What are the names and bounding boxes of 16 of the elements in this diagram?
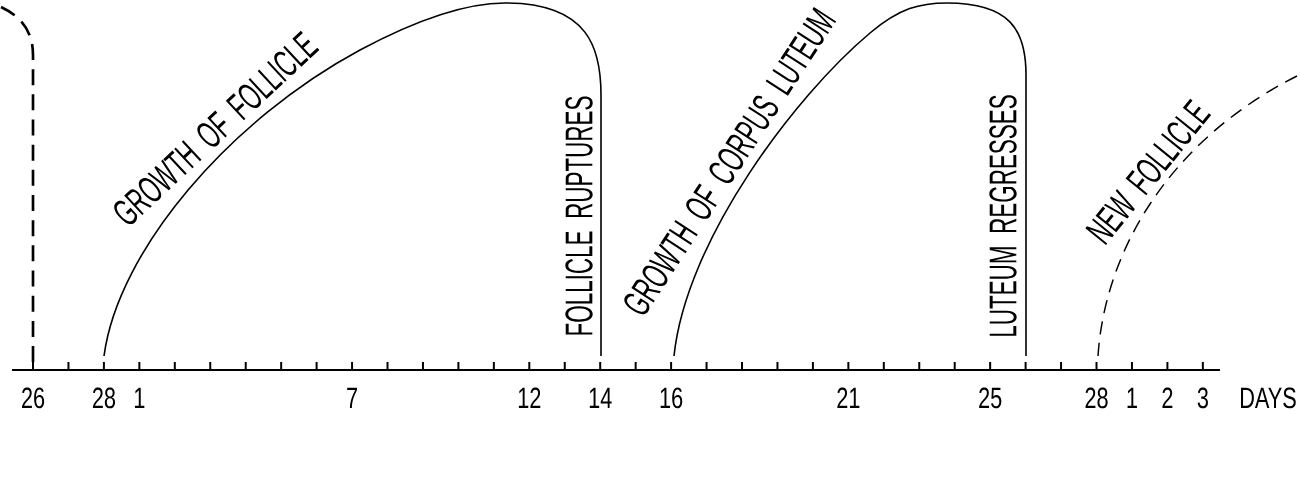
tick-label: 2 — [1162, 387, 1173, 408]
tick-label: 14 — [589, 387, 612, 408]
tick-label: 21 — [837, 387, 860, 408]
tick-label: 26 — [22, 387, 45, 409]
tick-label: 1 — [135, 387, 145, 408]
curve-label: FOLLICLE RUPTURES — [565, 96, 593, 335]
tick-label: 1 — [1127, 387, 1137, 408]
tick-label: 3 — [1197, 387, 1208, 409]
tick-label: 28 — [1085, 387, 1108, 409]
tick-label: 28 — [92, 387, 116, 409]
curve-label: LUTEUM REGRESSES — [989, 95, 1017, 336]
tick-label: 16 — [660, 387, 683, 409]
tick-label: 7 — [347, 387, 357, 408]
axis-title: DAYS — [1241, 387, 1296, 409]
tick-label: 25 — [979, 387, 1002, 409]
tick-label: 12 — [518, 387, 541, 408]
